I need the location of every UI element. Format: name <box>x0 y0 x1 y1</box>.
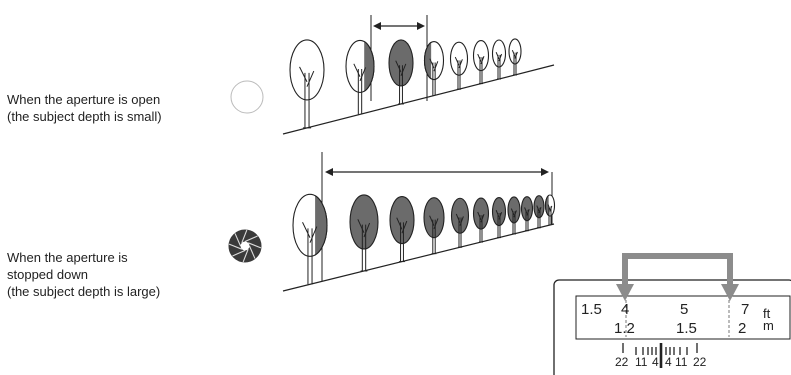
tree-partially-in-focus <box>345 39 375 115</box>
scene-aperture-open <box>282 15 555 135</box>
dof-aperture-value: 11 <box>635 355 648 369</box>
tree-in-focus <box>389 196 415 263</box>
caption-line: (the subject depth is large) <box>7 284 161 299</box>
dof-aperture-value: 4 <box>652 355 659 369</box>
tree-out-of-focus <box>508 38 522 76</box>
caption-line: When the aperture is open <box>7 92 161 107</box>
scale-ft-value: 7 <box>741 301 749 318</box>
lens-distance-scale: 1.5 4 5 7 ft 1.2 1.5 2 m 22 11 4 <box>553 253 791 375</box>
scale-unit-m: m <box>763 318 774 333</box>
caption-line: When the aperture is <box>7 250 128 265</box>
caption-line: (the subject depth is small) <box>7 109 162 124</box>
caption-line: stopped down <box>7 267 88 282</box>
tree-in-focus <box>520 196 534 232</box>
tree-in-focus <box>507 196 521 235</box>
tree-in-focus <box>388 39 414 105</box>
dof-aperture-value: 22 <box>615 355 629 369</box>
dof-aperture-value: 22 <box>693 355 707 369</box>
dof-scale-ticks <box>622 343 698 368</box>
ground-line <box>282 64 555 135</box>
tree-in-focus <box>349 194 379 272</box>
caption-aperture-open: When the aperture is open (the subject d… <box>7 91 162 125</box>
tree-out-of-focus <box>491 39 507 80</box>
scale-ft-value: 1.5 <box>581 301 602 318</box>
scale-m-value: 1.2 <box>614 320 635 337</box>
aperture-stopped-icon <box>228 229 262 263</box>
scale-ft-value: 4 <box>621 301 629 318</box>
tree-out-of-focus <box>472 40 490 85</box>
tree-in-focus <box>450 197 470 248</box>
aperture-open-icon <box>230 80 264 114</box>
depth-range-arrow <box>373 22 425 30</box>
tree-partially-in-focus <box>544 194 556 225</box>
depth-range-arrow <box>325 168 549 176</box>
tree-partially-in-focus <box>423 41 445 96</box>
tree-out-of-focus <box>289 39 325 129</box>
tree-partially-in-focus <box>292 193 328 285</box>
tree-in-focus <box>472 197 490 243</box>
scale-unit-ft: ft <box>763 306 771 321</box>
scale-m-value: 2 <box>738 320 746 337</box>
scale-ft-value: 5 <box>680 301 688 318</box>
depth-of-field-bracket <box>616 253 739 301</box>
dof-aperture-value: 4 <box>665 355 672 369</box>
tree-in-focus <box>533 195 545 229</box>
dof-aperture-value: 11 <box>675 355 688 369</box>
scale-window <box>575 295 791 340</box>
tree-in-focus <box>423 197 445 255</box>
ground-line <box>282 223 555 292</box>
scene-aperture-stopped <box>282 152 556 292</box>
tree-out-of-focus <box>449 41 469 90</box>
tree-in-focus <box>491 197 507 239</box>
caption-aperture-stopped: When the aperture is stopped down (the s… <box>7 249 160 300</box>
scale-m-value: 1.5 <box>676 320 697 337</box>
